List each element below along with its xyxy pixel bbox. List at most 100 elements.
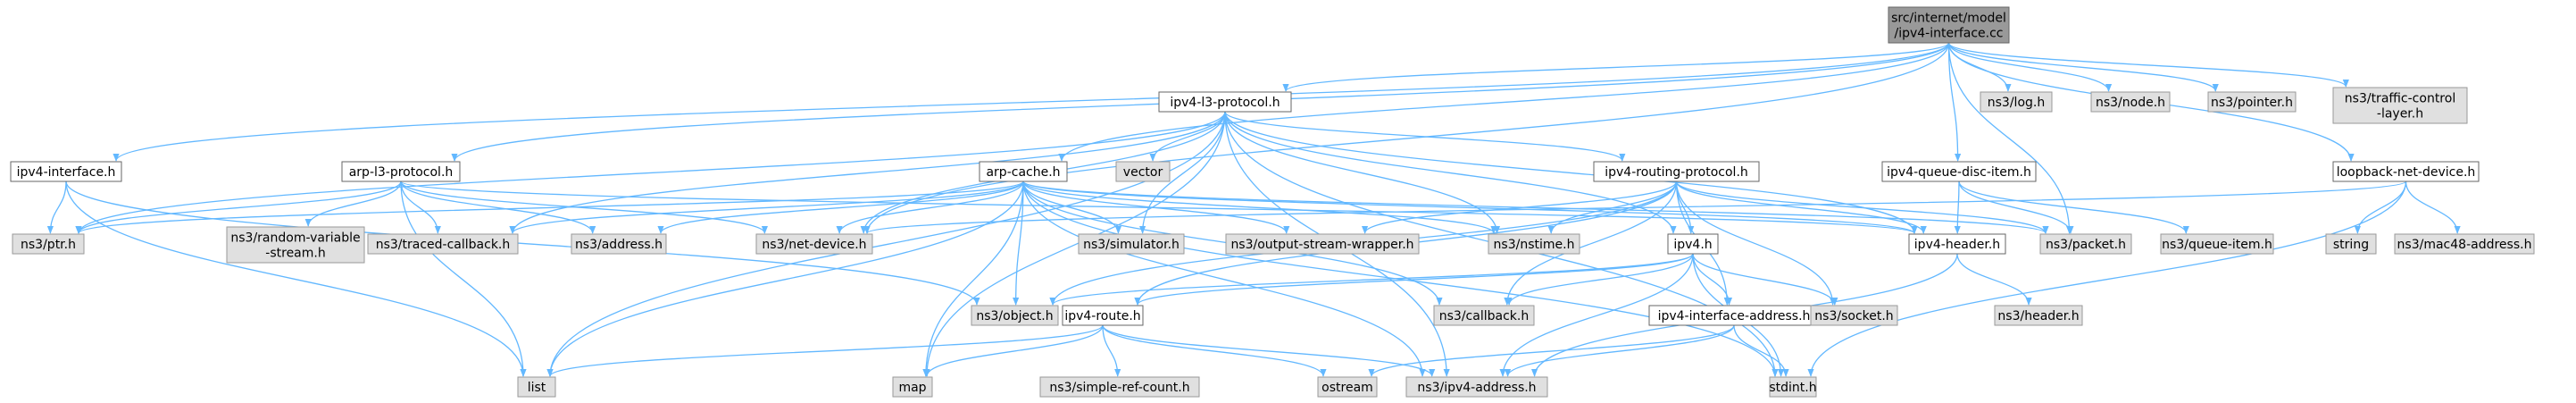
- node-ipv4-l3-protocol[interactable]: ipv4-l3-protocol.h: [1158, 91, 1292, 113]
- node-ipv4-header[interactable]: ipv4-header.h: [1908, 233, 2006, 255]
- node-ostream: ostream: [1317, 376, 1378, 398]
- node-ipv4-l3-protocol-label-0: ipv4-l3-protocol.h: [1170, 96, 1280, 110]
- node-vector-label-0: vector: [1123, 165, 1163, 180]
- node-ns3-output-stream-wrapper: ns3/output-stream-wrapper.h: [1225, 233, 1420, 255]
- edge-ipv4-routing-protocol-to-ns3-packet: [1675, 181, 2049, 234]
- node-ns3-queue-item-box: [2160, 233, 2274, 255]
- node-ns3-traffic-control-layer-box: [2332, 87, 2468, 124]
- node-ns3-simulator: ns3/simulator.h: [1078, 233, 1185, 255]
- node-ns3-callback: ns3/callback.h: [1433, 305, 1535, 326]
- node-ns3-mac48-address: ns3/mac48-address.h: [2394, 233, 2535, 255]
- edge-root-to-ns3-traffic-control-layer: [1947, 42, 2349, 88]
- node-ns3-simple-ref-count-label-0: ns3/simple-ref-count.h: [1049, 381, 1189, 395]
- node-ipv4-interface-address[interactable]: ipv4-interface-address.h: [1648, 305, 1820, 326]
- node-root[interactable]: src/internet/model/ipv4-interface.cc: [1888, 6, 2010, 44]
- node-loopback-net-device[interactable]: loopback-net-device.h: [2332, 161, 2480, 182]
- edge-loopback-net-device-to-stdint: [1807, 181, 2407, 377]
- edge-arp-cache-to-ns3-object: [1013, 181, 1024, 306]
- edge-loopback-net-device-to-ns3-net-device: [863, 181, 2407, 234]
- edge-arp-cache-to-ns3-ipv4-address: [1022, 181, 1426, 377]
- edge-ipv4-to-ns3-socket: [1692, 253, 1838, 306]
- edge-arp-l3-protocol-to-ns3-address: [400, 181, 596, 234]
- edge-arp-cache-to-ns3-address: [657, 181, 1024, 234]
- node-ipv4-routing-protocol-box: [1593, 161, 1760, 182]
- edge-ipv4-route-to-ns3-simple-ref-count: [1102, 324, 1121, 377]
- edge-loopback-net-device-to-string: [2354, 181, 2407, 234]
- node-ns3-socket-label-0: ns3/socket.h: [1814, 309, 1893, 323]
- node-ns3-ipv4-address-label-0: ns3/ipv4-address.h: [1417, 381, 1536, 395]
- edge-ipv4-queue-disc-item-to-ipv4-header: [1954, 181, 1961, 234]
- node-map-box: [892, 376, 933, 398]
- node-arp-l3-protocol[interactable]: arp-l3-protocol.h: [341, 161, 461, 182]
- node-ns3-packet-box: [2039, 233, 2132, 255]
- edge-ipv4-l3-protocol-to-ipv4-header: [1224, 111, 1918, 234]
- node-stdint: stdint.h: [1769, 376, 1817, 398]
- node-ns3-address-box: [571, 233, 667, 255]
- node-stdint-box: [1769, 376, 1817, 398]
- node-ns3-mac48-address-box: [2394, 233, 2535, 255]
- node-ipv4-interface-address-label-0: ipv4-interface-address.h: [1658, 309, 1811, 323]
- node-ns3-ptr-box: [12, 233, 85, 255]
- node-list-box: [517, 376, 556, 398]
- node-ns3-address-label-0: ns3/address.h: [575, 238, 663, 252]
- node-ipv4-interface[interactable]: ipv4-interface.h: [10, 161, 122, 182]
- edge-arp-cache-to-ns3-packet: [1022, 181, 2049, 234]
- node-ns3-ptr: ns3/ptr.h: [12, 233, 85, 255]
- node-ns3-traced-callback: ns3/traced-callback.h: [367, 233, 519, 255]
- node-map-label-0: map: [898, 381, 926, 395]
- node-ns3-queue-item: ns3/queue-item.h: [2160, 233, 2274, 255]
- node-string-box: [2325, 233, 2377, 255]
- edge-ipv4-routing-protocol-to-ns3-callback: [1504, 181, 1678, 306]
- node-loopback-net-device-label-0: loopback-net-device.h: [2337, 165, 2476, 180]
- node-map: map: [892, 376, 933, 398]
- node-ipv4-header-box: [1908, 233, 2006, 255]
- edge-root-to-ns3-net-device: [863, 42, 1950, 234]
- edge-ipv4-routing-protocol-to-ipv4-header: [1675, 181, 1927, 234]
- node-ipv4-routing-protocol[interactable]: ipv4-routing-protocol.h: [1593, 161, 1760, 182]
- node-ostream-label-0: ostream: [1321, 381, 1373, 395]
- node-ns3-log: ns3/log.h: [1980, 91, 2053, 113]
- node-ns3-net-device-label-0: ns3/net-device.h: [762, 238, 866, 252]
- node-loopback-net-device-box: [2332, 161, 2480, 182]
- node-arp-l3-protocol-box: [341, 161, 461, 182]
- edge-ipv4-l3-protocol-to-ns3-simulator: [1139, 111, 1226, 234]
- node-ipv4[interactable]: ipv4.h: [1667, 233, 1719, 255]
- node-ns3-socket-box: [1810, 305, 1898, 326]
- node-ns3-traffic-control-layer: ns3/traffic-control-layer.h: [2332, 87, 2468, 124]
- node-arp-cache-label-0: arp-cache.h: [986, 165, 1060, 180]
- edge-ipv4-route-to-ostream: [1102, 324, 1327, 377]
- node-vector: vector: [1115, 161, 1171, 182]
- node-ipv4-queue-disc-item[interactable]: ipv4-queue-disc-item.h: [1881, 161, 2037, 182]
- node-ipv4-queue-disc-item-box: [1881, 161, 2037, 182]
- edge-root-to-ns3-pointer: [1947, 42, 2219, 92]
- node-ns3-random-variable-stream: ns3/random-variable-stream.h: [226, 226, 365, 264]
- node-ipv4-route-label-0: ipv4-route.h: [1064, 309, 1140, 323]
- node-arp-cache[interactable]: arp-cache.h: [979, 161, 1068, 182]
- node-ipv4-l3-protocol-box: [1158, 91, 1292, 113]
- edge-ipv4-interface-address-to-ns3-ipv4-address: [1505, 324, 1735, 377]
- node-ipv4-route-box: [1062, 305, 1144, 326]
- node-ns3-output-stream-wrapper-label-0: ns3/output-stream-wrapper.h: [1230, 238, 1413, 252]
- node-ns3-log-box: [1980, 91, 2053, 113]
- edge-ipv4-l3-protocol-to-vector: [1149, 111, 1226, 162]
- node-ns3-traced-callback-box: [367, 233, 519, 255]
- node-ns3-random-variable-stream-label-1: -stream.h: [265, 247, 325, 261]
- edge-arp-l3-protocol-to-ns3-traced-callback: [400, 181, 441, 234]
- node-ns3-callback-label-0: ns3/callback.h: [1439, 309, 1529, 323]
- edge-root-to-ipv4-queue-disc-item: [1947, 42, 1962, 162]
- node-root-label-0: src/internet/model: [1891, 12, 2006, 26]
- edge-ipv4-to-ipv4-interface-address: [1692, 253, 1733, 306]
- node-ipv4-box: [1667, 233, 1719, 255]
- node-list-label-0: list: [528, 381, 546, 395]
- edge-arp-cache-to-map: [922, 181, 1024, 377]
- node-ipv4-route[interactable]: ipv4-route.h: [1062, 305, 1144, 326]
- edge-ipv4-queue-disc-item-to-ns3-packet: [1958, 181, 2074, 234]
- node-ns3-random-variable-stream-label-0: ns3/random-variable: [230, 231, 360, 246]
- node-ns3-traced-callback-label-0: ns3/traced-callback.h: [376, 238, 511, 252]
- edge-ipv4-routing-protocol-to-ns3-output-stream-wrapper: [1362, 181, 1678, 234]
- node-ns3-nstime-box: [1488, 233, 1580, 255]
- node-ns3-net-device: ns3/net-device.h: [755, 233, 873, 255]
- edge-ipv4-routing-protocol-to-ns3-socket: [1675, 181, 1837, 306]
- node-ns3-node-label-0: ns3/node.h: [2096, 96, 2165, 110]
- edge-ipv4-route-to-ns3-ipv4-address: [1102, 324, 1436, 377]
